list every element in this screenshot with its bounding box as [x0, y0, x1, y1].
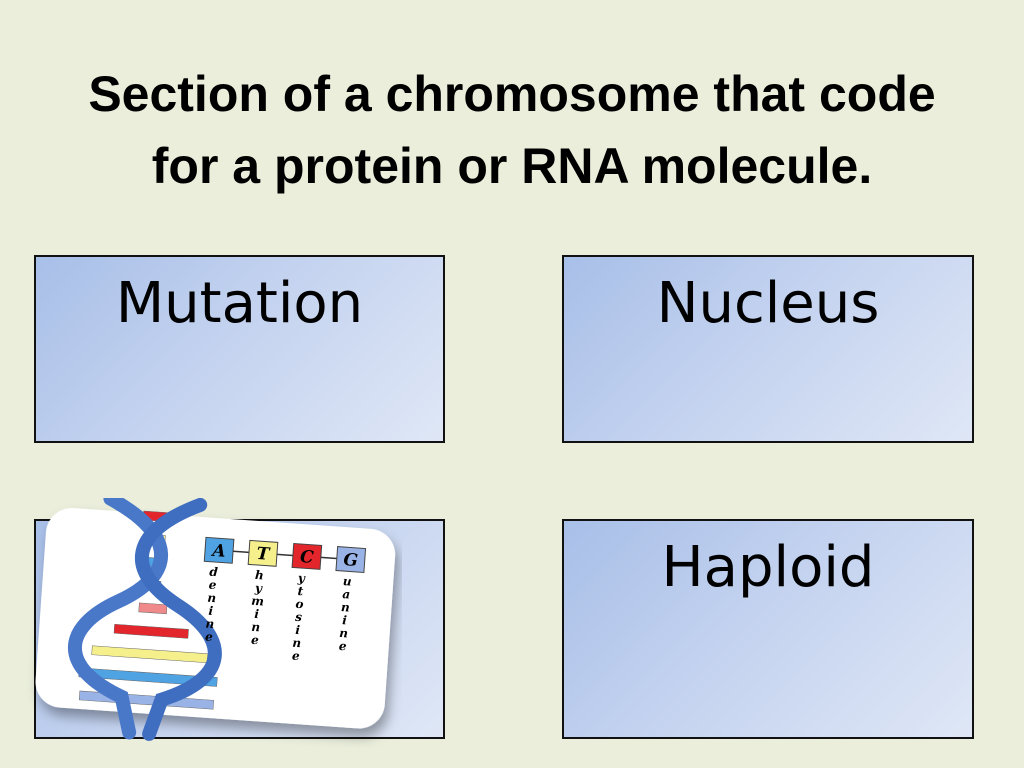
base-word-letter: d: [209, 565, 219, 580]
base-word-letter: i: [254, 607, 260, 621]
base-word-letter: i: [208, 604, 214, 618]
base-word-letter: e: [338, 639, 347, 654]
title-line-1: Section of a chromosome that code: [88, 66, 936, 122]
base-word-letter: n: [205, 617, 215, 632]
base-word-letter: e: [251, 633, 260, 648]
base-word-letter: o: [295, 597, 304, 612]
base-word-letter: y: [296, 571, 306, 586]
base-word-letter: u: [342, 574, 352, 589]
dna-strand-2: [134, 498, 222, 741]
dna-rung: [113, 623, 189, 639]
base-word-letter: i: [342, 613, 348, 627]
base-word-letter: n: [251, 620, 261, 635]
base-word-letter: e: [205, 630, 214, 645]
slide-title: Section of a chromosome that code for a …: [0, 58, 1024, 202]
base-word-letter: e: [208, 578, 217, 593]
base-word-letter: e: [292, 649, 301, 664]
base-word-letter: n: [207, 591, 217, 606]
dna-rung: [138, 602, 168, 615]
base-word-letter: a: [342, 587, 351, 602]
answer-card-mutation[interactable]: Mutation: [34, 255, 445, 443]
base-connector: [276, 553, 293, 557]
answer-label: Haploid: [661, 535, 875, 600]
dna-rung: [91, 645, 208, 664]
base-word-letter: y: [254, 581, 264, 596]
base-word-letter: m: [251, 594, 265, 609]
base-word-letter: n: [292, 636, 302, 651]
base-connector: [320, 556, 337, 560]
answer-label: Mutation: [115, 271, 364, 336]
answer-card-nucleus[interactable]: Nucleus: [562, 255, 974, 443]
base-word-letter: h: [255, 568, 265, 583]
base-letter: C: [299, 547, 314, 568]
title-line-2: for a protein or RNA molecule.: [151, 138, 873, 194]
base-box: [335, 546, 367, 574]
base-word-letter: t: [297, 584, 304, 598]
base-connector: [233, 550, 250, 554]
base-word-letter: i: [295, 623, 301, 637]
base-letter: G: [343, 550, 359, 571]
base-letter: T: [256, 544, 271, 565]
base-word-letter: s: [295, 610, 303, 624]
answer-card-haploid[interactable]: Haploid: [562, 519, 974, 739]
answer-label: Nucleus: [656, 271, 880, 336]
base-word-letter: n: [341, 600, 351, 615]
base-letter: A: [210, 541, 227, 562]
base-word-letter: n: [339, 626, 349, 641]
